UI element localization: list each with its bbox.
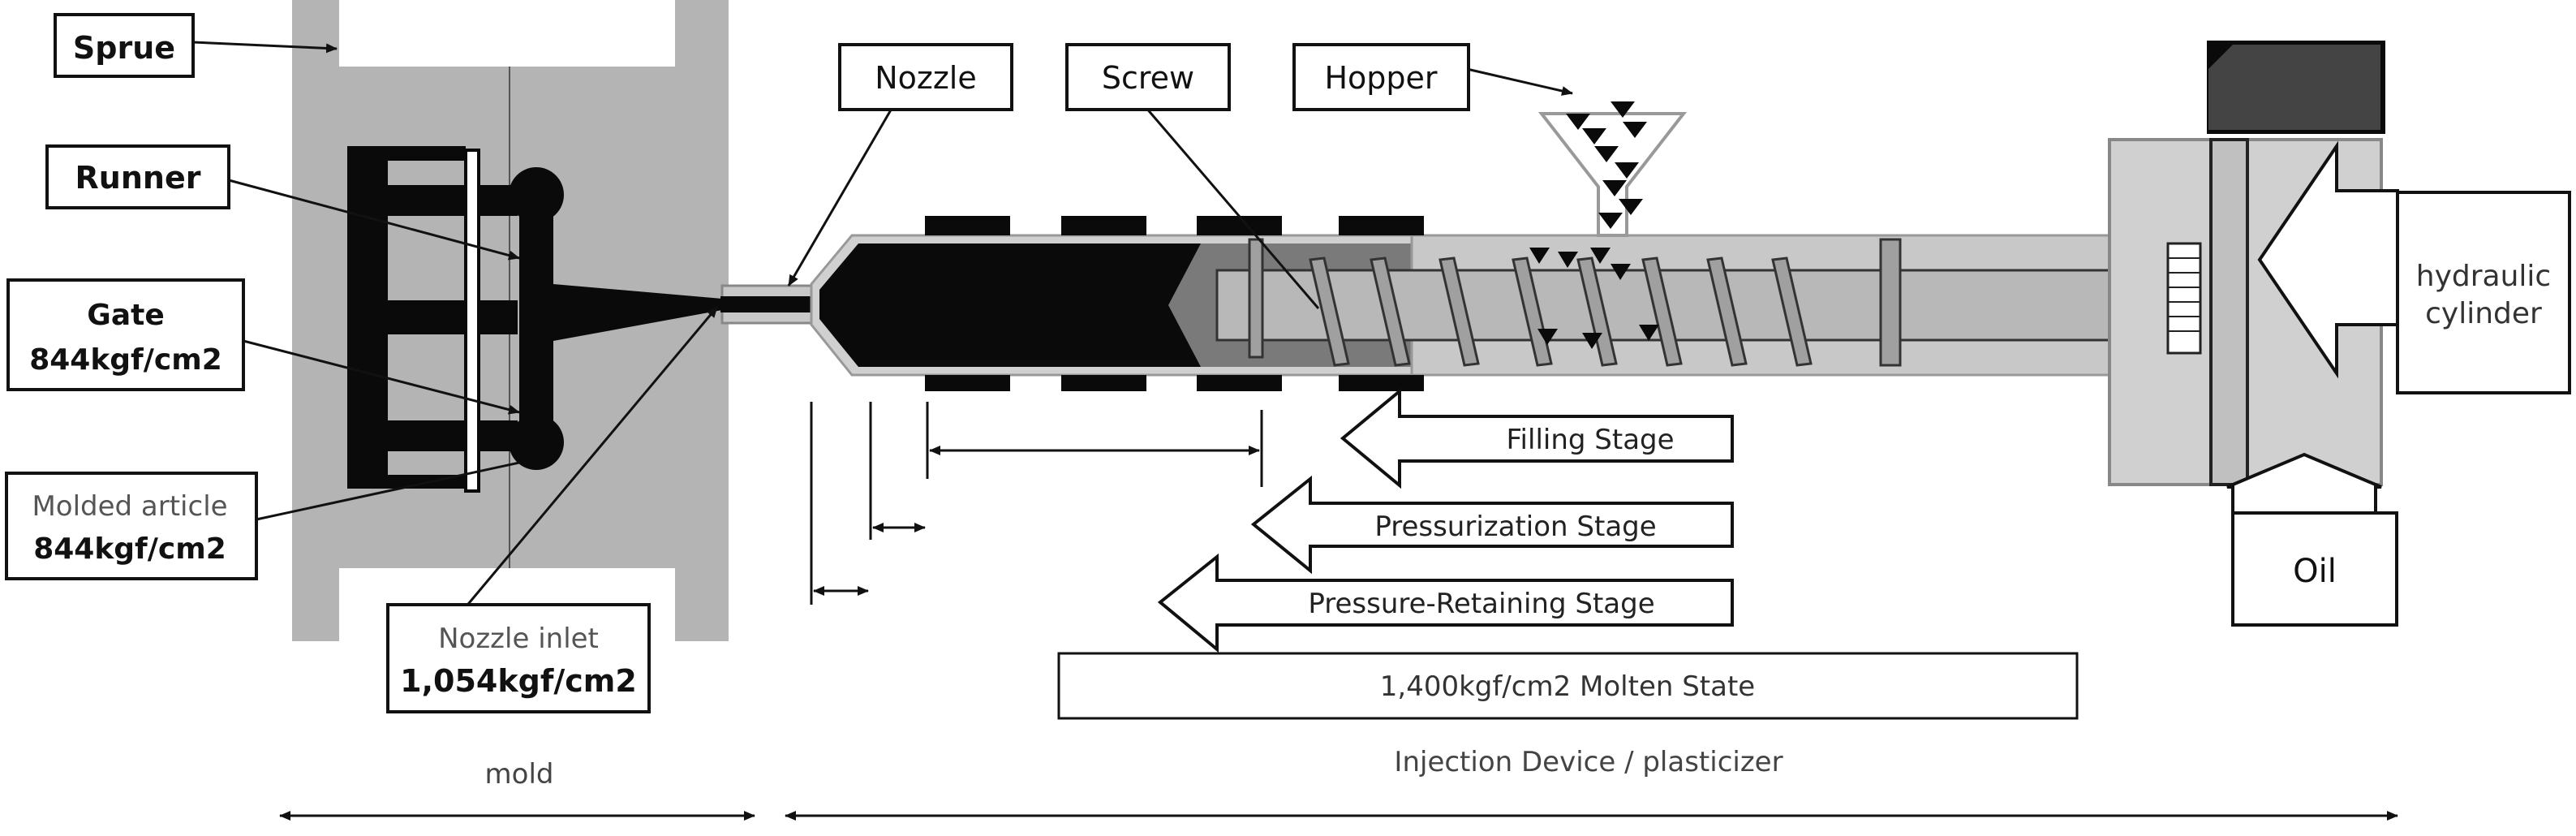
pellets-in-barrel: [1529, 248, 1659, 349]
hydraulic-label-line1: hydraulic: [2416, 260, 2551, 293]
hopper-pellets: [1566, 101, 1647, 229]
sprue-label: Sprue: [73, 30, 175, 66]
pressurization-stage-arrow: [1250, 475, 1734, 575]
heater-band: [1339, 216, 1424, 235]
callout-gate: Gate 844kgf/cm2: [6, 278, 245, 391]
filling-stage-label: Filling Stage: [1506, 424, 1674, 456]
callout-hopper: Hopper: [1292, 43, 1470, 111]
molten-resin: [819, 243, 1201, 367]
screw-label: Screw: [1102, 60, 1194, 96]
hydraulic-label-line2: cylinder: [2425, 297, 2542, 330]
gate-title: Gate: [87, 299, 164, 332]
pressurization-stage-label: Pressurization Stage: [1374, 511, 1656, 543]
callout-nozzle-inlet: Nozzle inlet 1,054kgf/cm2: [386, 603, 651, 713]
gate-plate: [464, 149, 480, 493]
screw-shaft: [1215, 269, 2176, 342]
stage-arrows: [1057, 387, 2079, 720]
hopper-funnel: [1537, 112, 1688, 237]
screw-flights: [1248, 238, 1902, 367]
mold: [292, 0, 729, 641]
mold-label: mold: [485, 758, 554, 791]
heater-band: [1061, 375, 1146, 391]
stroke-dimensions: [810, 402, 1263, 605]
nozzle-label: Nozzle: [875, 60, 977, 96]
leader-lines: [192, 41, 1573, 614]
gate-upper: [509, 167, 564, 222]
oil-label: Oil: [2293, 553, 2337, 590]
runner-lower: [388, 420, 518, 451]
molded-article-cavity: [347, 146, 388, 489]
callout-molded-article: Molded article 844kgf/cm2: [5, 472, 258, 580]
runner-middle: [388, 300, 518, 334]
gate-lower: [509, 415, 564, 470]
piston-rod: [2209, 138, 2249, 486]
gate-value: 844kgf/cm2: [29, 343, 222, 377]
hydraulic-arrow: [2257, 140, 2399, 379]
runner-upper: [388, 185, 518, 216]
runner-label: Runner: [75, 160, 201, 196]
callout-hydraulic-cylinder: hydraulic cylinder: [2396, 191, 2571, 394]
heater-band: [1339, 375, 1424, 391]
callout-screw: Screw: [1065, 43, 1231, 111]
sprue-channel: [553, 284, 722, 341]
callout-sprue: Sprue: [54, 13, 195, 78]
callout-oil: Oil: [2231, 511, 2398, 627]
molten-state-box: [1057, 652, 2079, 720]
nozzle-inlet-title: Nozzle inlet: [438, 623, 599, 655]
molded-article-value: 844kgf/cm2: [33, 532, 226, 566]
hopper-label: Hopper: [1324, 60, 1437, 96]
nozzle-inlet-value: 1,054kgf/cm2: [400, 663, 637, 699]
heater-band: [925, 375, 1010, 391]
pressure-retaining-stage-label: Pressure-Retaining Stage: [1308, 588, 1654, 620]
molten-state-label: 1,400kgf/cm2 Molten State: [1380, 670, 1755, 703]
injection-device-label: Injection Device / plasticizer: [1394, 746, 1783, 778]
callout-nozzle: Nozzle: [838, 43, 1013, 111]
coupling: [2166, 242, 2202, 355]
injection-unit: [720, 41, 2399, 529]
vertical-runner: [519, 195, 553, 442]
heater-band: [1197, 216, 1282, 235]
filling-stage-arrow: [1340, 387, 1734, 489]
callout-runner: Runner: [45, 144, 230, 209]
molded-article-title: Molded article: [32, 490, 227, 523]
heater-band: [925, 216, 1010, 235]
heater-band: [1197, 375, 1282, 391]
heater-band: [1061, 216, 1146, 235]
pressure-retaining-stage-arrow: [1157, 553, 1734, 653]
